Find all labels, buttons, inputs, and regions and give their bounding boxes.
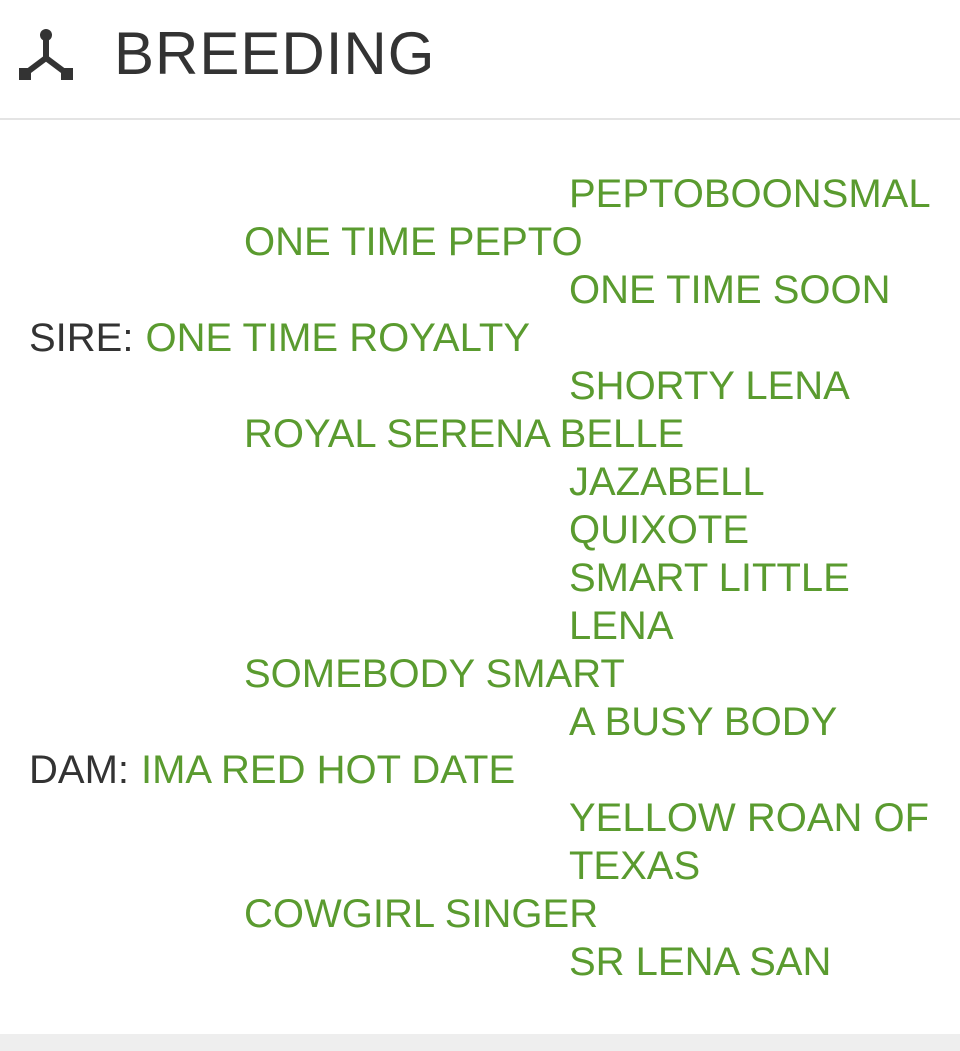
breeding-header: BREEDING: [0, 0, 960, 120]
horse-link-sire[interactable]: ONE TIME ROYALTY: [145, 316, 530, 360]
pedigree-row: ONE TIME SOON: [0, 266, 960, 314]
pedigree-row: PEPTOBOONSMAL: [0, 170, 960, 218]
horse-link-sire-dam-dam-cont[interactable]: QUIXOTE: [569, 508, 750, 552]
pedigree-row: A BUSY BODY: [0, 698, 960, 746]
horse-link-dam-dam-sire-cont[interactable]: TEXAS: [569, 844, 701, 888]
horse-link-sire-sire-dam[interactable]: ONE TIME SOON: [569, 268, 891, 312]
pedigree-row: TEXAS: [0, 842, 960, 890]
dam-label: DAM:: [29, 748, 129, 792]
horse-link-dam-sire-dam[interactable]: A BUSY BODY: [569, 700, 838, 744]
horse-link-sire-dam[interactable]: ROYAL SERENA BELLE: [244, 412, 685, 456]
pedigree-row: SOMEBODY SMART: [0, 650, 960, 698]
horse-link-dam-dam[interactable]: COWGIRL SINGER: [244, 892, 599, 936]
pedigree-chart: PEPTOBOONSMAL ONE TIME PEPTO ONE TIME SO…: [0, 170, 960, 986]
horse-link-sire-dam-dam[interactable]: JAZABELL: [569, 460, 765, 504]
horse-link-dam-sire-sire-cont[interactable]: LENA: [569, 604, 674, 648]
sire-label: SIRE:: [29, 316, 134, 360]
pedigree-row: YELLOW ROAN OF: [0, 794, 960, 842]
section-title: BREEDING: [114, 20, 436, 87]
horse-link-dam-sire-sire[interactable]: SMART LITTLE: [569, 556, 850, 600]
pedigree-row-dam: DAM: IMA RED HOT DATE: [0, 746, 960, 794]
section-divider: [0, 1034, 960, 1051]
pedigree-row: SR LENA SAN: [0, 938, 960, 986]
pedigree-tree-icon: [19, 29, 73, 80]
pedigree-row: SMART LITTLE: [0, 554, 960, 602]
horse-link-dam-dam-sire[interactable]: YELLOW ROAN OF: [569, 796, 930, 840]
pedigree-row: LENA: [0, 602, 960, 650]
horse-link-sire-sire[interactable]: ONE TIME PEPTO: [244, 220, 583, 264]
horse-link-dam-sire[interactable]: SOMEBODY SMART: [244, 652, 625, 696]
horse-link-sire-dam-sire[interactable]: SHORTY LENA: [569, 364, 850, 408]
pedigree-row: SHORTY LENA: [0, 362, 960, 410]
horse-link-dam[interactable]: IMA RED HOT DATE: [141, 748, 516, 792]
horse-link-dam-dam-dam[interactable]: SR LENA SAN: [569, 940, 832, 984]
pedigree-row: COWGIRL SINGER: [0, 890, 960, 938]
pedigree-row: JAZABELL: [0, 458, 960, 506]
pedigree-row: QUIXOTE: [0, 506, 960, 554]
pedigree-row-sire: SIRE:ONE TIME ROYALTY: [0, 314, 960, 362]
pedigree-row: ROYAL SERENA BELLE: [0, 410, 960, 458]
pedigree-row: ONE TIME PEPTO: [0, 218, 960, 266]
horse-link-sire-sire-sire[interactable]: PEPTOBOONSMAL: [569, 172, 931, 216]
